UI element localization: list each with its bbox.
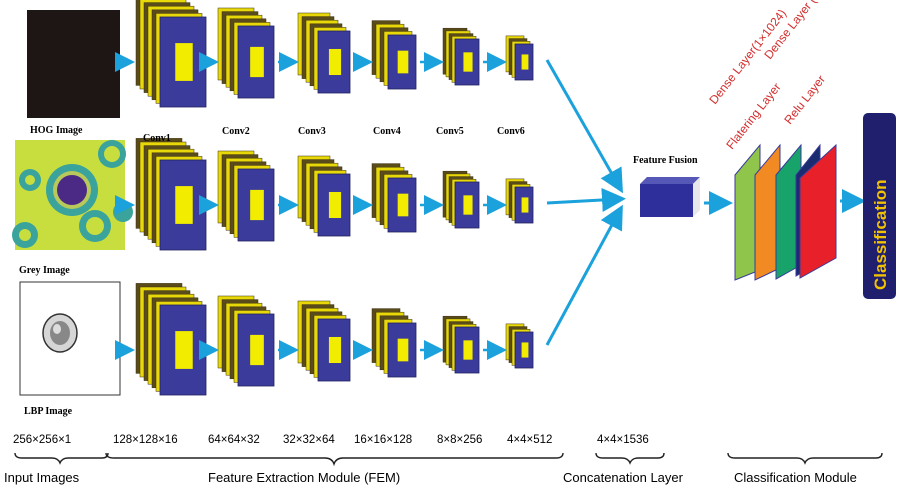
conv1-label: Conv1: [143, 133, 171, 144]
conv-block-r1-c4: [371, 20, 417, 90]
dim-input: 256×256×1: [13, 434, 71, 446]
section-braces: [14, 452, 883, 467]
merge-arrows: [545, 59, 626, 346]
lbp-image-label: LBP Image: [24, 406, 73, 417]
section-classification: Classification Module: [734, 470, 857, 485]
conv-block-r1-c1: [135, 0, 207, 108]
conv-block-r1-c2: [217, 7, 275, 99]
dim-fem-2: 64×64×32: [208, 434, 260, 446]
conv-block-r1-c5: [442, 27, 480, 86]
dim-fem-1: 128×128×16: [113, 434, 178, 446]
grey-image-label: Grey Image: [19, 265, 70, 276]
conv-block-r2-c1: [135, 138, 207, 251]
conv-block-r3-c2: [217, 295, 275, 387]
conv-block-r2-c4: [371, 163, 417, 233]
dense-layers: [734, 143, 837, 281]
conv4-label: Conv4: [373, 126, 401, 137]
flattering-layer-label: Flatering Layer: [723, 80, 783, 152]
conv-block-r2-c2: [217, 150, 275, 242]
conv-block-r1-c6: [505, 35, 534, 81]
conv-block-r2-c3: [297, 155, 351, 237]
conv-block-r3-c3: [297, 300, 351, 382]
conv-block-r1-c3: [297, 12, 351, 94]
conv6-label: Conv6: [497, 126, 525, 137]
hog-image-label: HOG Image: [30, 125, 83, 136]
feature-fusion-label: Feature Fusion: [633, 155, 698, 166]
conv2-label: Conv2: [222, 126, 250, 137]
classification-label: Classification: [871, 179, 890, 290]
section-input: Input Images: [4, 470, 80, 485]
conv-block-r2-c6: [505, 178, 534, 224]
section-fem: Feature Extraction Module (FEM): [208, 470, 400, 485]
relu-layer-label: Relu Layer: [781, 72, 828, 126]
classification-box: [863, 113, 896, 299]
grey-image: [12, 140, 133, 250]
conv-block-r2-c5: [442, 170, 480, 229]
conv5-label: Conv5: [436, 126, 464, 137]
dim-fem-6: 4×4×512: [507, 434, 552, 446]
hog-image: [27, 10, 120, 118]
conv3-label: Conv3: [298, 126, 326, 137]
dim-fem-4: 16×16×128: [354, 434, 412, 446]
conv-block-r3-c4: [371, 308, 417, 378]
lbp-image: [19, 281, 121, 396]
conv-block-r3-c6: [505, 323, 534, 369]
feature-fusion-block: [640, 177, 700, 217]
row-arrows: [115, 52, 507, 360]
conv-block-r3-c1: [135, 283, 207, 396]
section-concat: Concatenation Layer: [563, 470, 684, 485]
conv-block-r3-c5: [442, 315, 480, 374]
dim-fem-3: 32×32×64: [283, 434, 335, 446]
dim-concat: 4×4×1536: [597, 434, 649, 446]
dim-fem-5: 8×8×256: [437, 434, 482, 446]
